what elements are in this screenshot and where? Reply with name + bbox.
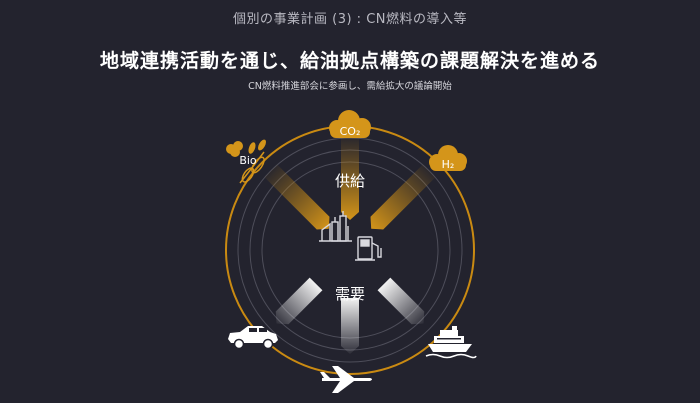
h2-source: H₂ bbox=[429, 145, 467, 171]
h2-label: H₂ bbox=[442, 158, 455, 171]
demand-label: 需要 bbox=[335, 285, 365, 303]
car-icon bbox=[228, 326, 278, 350]
refinery-icon bbox=[319, 211, 352, 242]
supply-arrows bbox=[264, 138, 436, 230]
supply-label: 供給 bbox=[335, 172, 365, 190]
cloud-icon bbox=[329, 110, 371, 138]
subtitle: CN燃料推進部会に参画し、需給拡大の議論開始 bbox=[248, 81, 452, 92]
co2-source: CO₂ bbox=[329, 110, 371, 138]
main-title: 地域連携活動を通じ、給油拠点構築の課題解決を進める bbox=[99, 50, 600, 72]
supply-arrow-bio bbox=[264, 164, 330, 230]
cloud-icon bbox=[429, 145, 467, 171]
fuel-pump-icon bbox=[355, 236, 382, 261]
demand-arrow-car bbox=[275, 277, 323, 325]
supply-arrow-h2 bbox=[370, 164, 436, 230]
airplane-icon bbox=[320, 366, 372, 393]
bio-label: Bio bbox=[239, 154, 257, 167]
ship-icon bbox=[425, 326, 477, 359]
bio-source: Bio bbox=[226, 139, 266, 184]
demand-arrows bbox=[275, 277, 425, 354]
demand-arrow-ship bbox=[377, 277, 425, 325]
co2-label: CO₂ bbox=[340, 125, 361, 138]
bio-leaf-icon bbox=[226, 139, 266, 184]
demand-arrow-air bbox=[341, 298, 359, 354]
supply-arrow-co2 bbox=[341, 138, 359, 220]
section-title: 個別の事業計画 (3) : CN燃料の導入等 bbox=[233, 12, 467, 27]
